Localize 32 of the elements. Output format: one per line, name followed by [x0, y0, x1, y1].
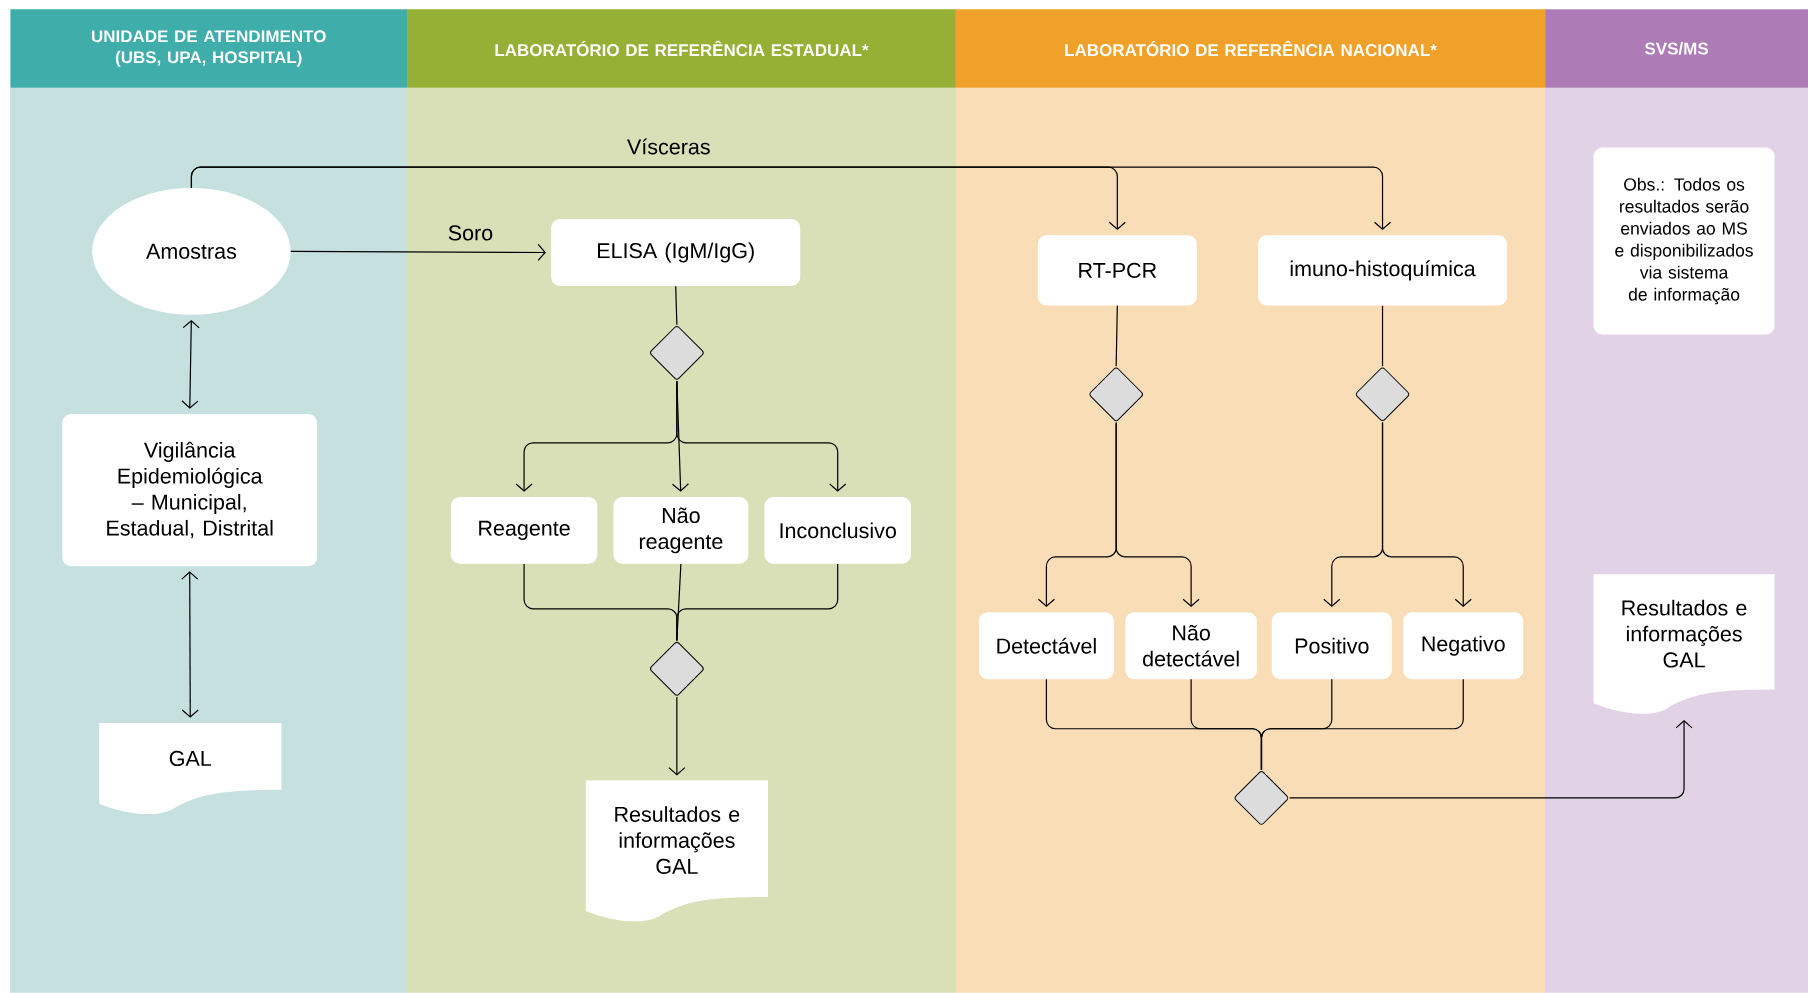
- arrow: [1381, 421, 1472, 608]
- process-box: imuno-histoquímica: [1258, 235, 1508, 306]
- process-box: RT-PCR: [1037, 235, 1197, 306]
- process-box: Não detectável: [1125, 612, 1257, 680]
- node-label: LABORATÓRIO DE REFERÊNCIA ESTADUAL*: [495, 40, 869, 57]
- process-box: Inconclusivo: [764, 496, 911, 564]
- decision-diamond: [1089, 367, 1143, 422]
- note-box: Obs.: Todos os resultados serão enviados ao MS e disponibilizados via sistema de informação: [1593, 147, 1775, 335]
- decision-diamond: [1234, 771, 1289, 825]
- edge-label: Vísceras: [627, 138, 710, 155]
- process-box: Não reagente: [613, 496, 749, 564]
- arrow: [181, 571, 199, 718]
- arrow: [190, 166, 1392, 230]
- arrow: [1289, 720, 1693, 799]
- arrow: [290, 243, 546, 262]
- decision-diamond: [650, 326, 704, 380]
- process-box: ELISA (IgM/IgG): [551, 219, 801, 286]
- node-label: SVS/MS: [1644, 42, 1709, 55]
- process-box: Detectável: [978, 612, 1114, 680]
- node-label: UNIDADE DE ATENDIMENTO (UBS, UPA, HOSPITAL): [91, 30, 326, 67]
- process-box: Positivo: [1271, 612, 1392, 680]
- edge-label: Soro: [448, 225, 493, 241]
- arrow: [1115, 421, 1200, 608]
- decision-diamond: [650, 642, 704, 696]
- arrow: [181, 320, 200, 409]
- decision-diamond: [1355, 367, 1410, 422]
- arrow: [668, 696, 686, 776]
- process-box: Negativo: [1403, 612, 1524, 680]
- node-label: LABORATÓRIO DE REFERÊNCIA NACIONAL*: [1065, 40, 1437, 57]
- arrow: [676, 380, 847, 492]
- process-box: Reagente: [450, 496, 598, 564]
- process-box: Vigilância Epidemiológica – Municipal, Estadual, Distrital: [62, 413, 318, 567]
